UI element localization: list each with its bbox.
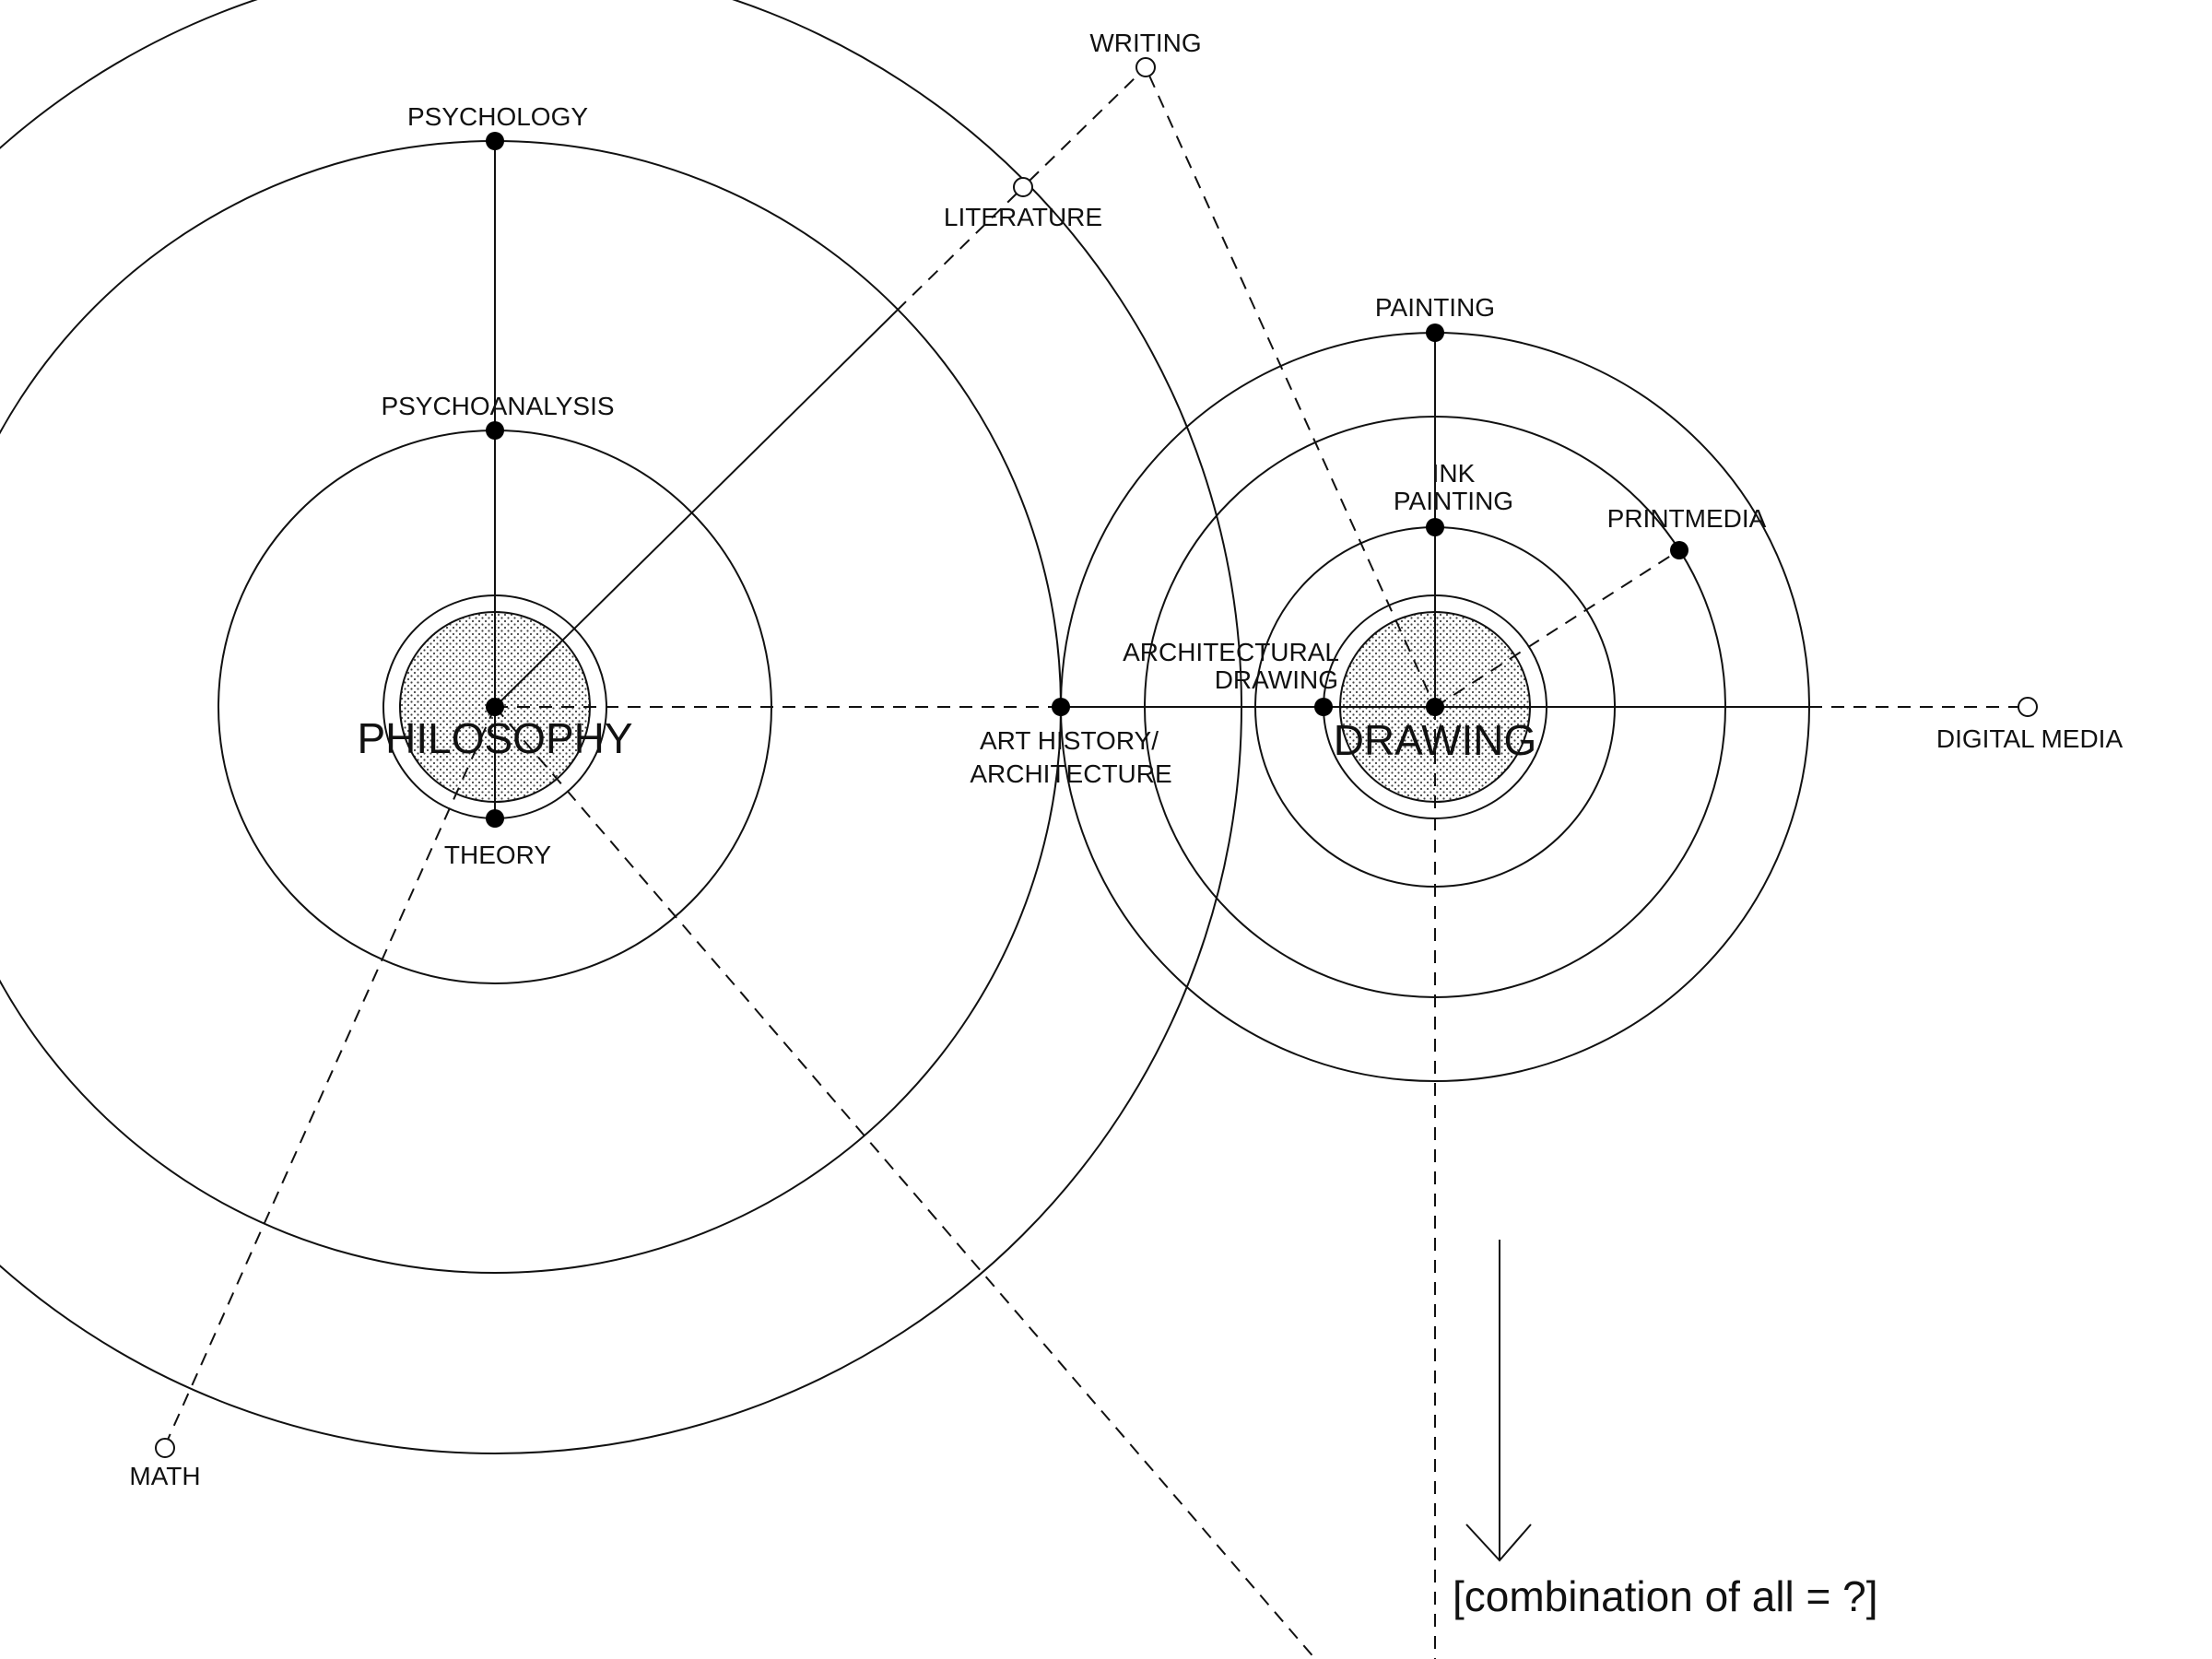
label-art-history-1: ART HISTORY/ bbox=[980, 726, 1159, 755]
node-writing bbox=[1135, 57, 1156, 77]
label-architectural-1: ARCHITECTURAL bbox=[1123, 638, 1339, 666]
label-writing: WRITING bbox=[1089, 29, 1201, 57]
label-philosophy: PHILOSOPHY bbox=[357, 714, 632, 762]
node-literature bbox=[1013, 177, 1033, 197]
label-art-history-2: ARCHITECTURE bbox=[970, 759, 1171, 788]
node-digital-media bbox=[2018, 697, 2038, 717]
label-literature: LITERATURE bbox=[944, 203, 1102, 231]
node-printmedia bbox=[1670, 541, 1688, 559]
line-writing-drawing bbox=[1148, 75, 1436, 708]
arrow-head-icon bbox=[1465, 1524, 1532, 1562]
conclusion-text: [combination of all = ?] bbox=[1453, 1572, 1878, 1620]
line-philosophy-literature-dashed bbox=[896, 193, 1018, 312]
line-philosophy-bottom bbox=[494, 706, 1317, 1659]
node-drawing bbox=[1426, 698, 1444, 716]
node-art-history bbox=[1052, 698, 1070, 716]
node-psychology bbox=[486, 132, 504, 150]
label-psychoanalysis: PSYCHOANALYSIS bbox=[381, 392, 614, 420]
line-drawing-printmedia bbox=[1434, 549, 1680, 708]
line-philosophy-literature-solid bbox=[494, 310, 898, 708]
label-painting: PAINTING bbox=[1375, 293, 1495, 322]
label-ink-painting-1: INK bbox=[1432, 459, 1476, 488]
node-architectural-drawing bbox=[1314, 698, 1333, 716]
node-psychoanalysis bbox=[486, 421, 504, 440]
node-philosophy bbox=[486, 698, 504, 716]
line-philosophy-math bbox=[167, 706, 496, 1441]
label-drawing: DRAWING bbox=[1334, 716, 1537, 764]
node-painting bbox=[1426, 324, 1444, 342]
label-architectural-2: DRAWING bbox=[1215, 665, 1338, 694]
label-math: MATH bbox=[129, 1462, 200, 1490]
node-math bbox=[155, 1438, 175, 1458]
node-ink-painting bbox=[1426, 518, 1444, 536]
label-psychology: PSYCHOLOGY bbox=[407, 102, 588, 131]
label-theory: THEORY bbox=[444, 841, 551, 869]
label-digital-media: DIGITAL MEDIA bbox=[1936, 724, 2124, 753]
label-ink-painting-2: PAINTING bbox=[1394, 487, 1513, 515]
line-literature-writing bbox=[1029, 73, 1140, 182]
node-theory bbox=[486, 809, 504, 828]
label-printmedia: PRINTMEDIA bbox=[1607, 504, 1767, 533]
